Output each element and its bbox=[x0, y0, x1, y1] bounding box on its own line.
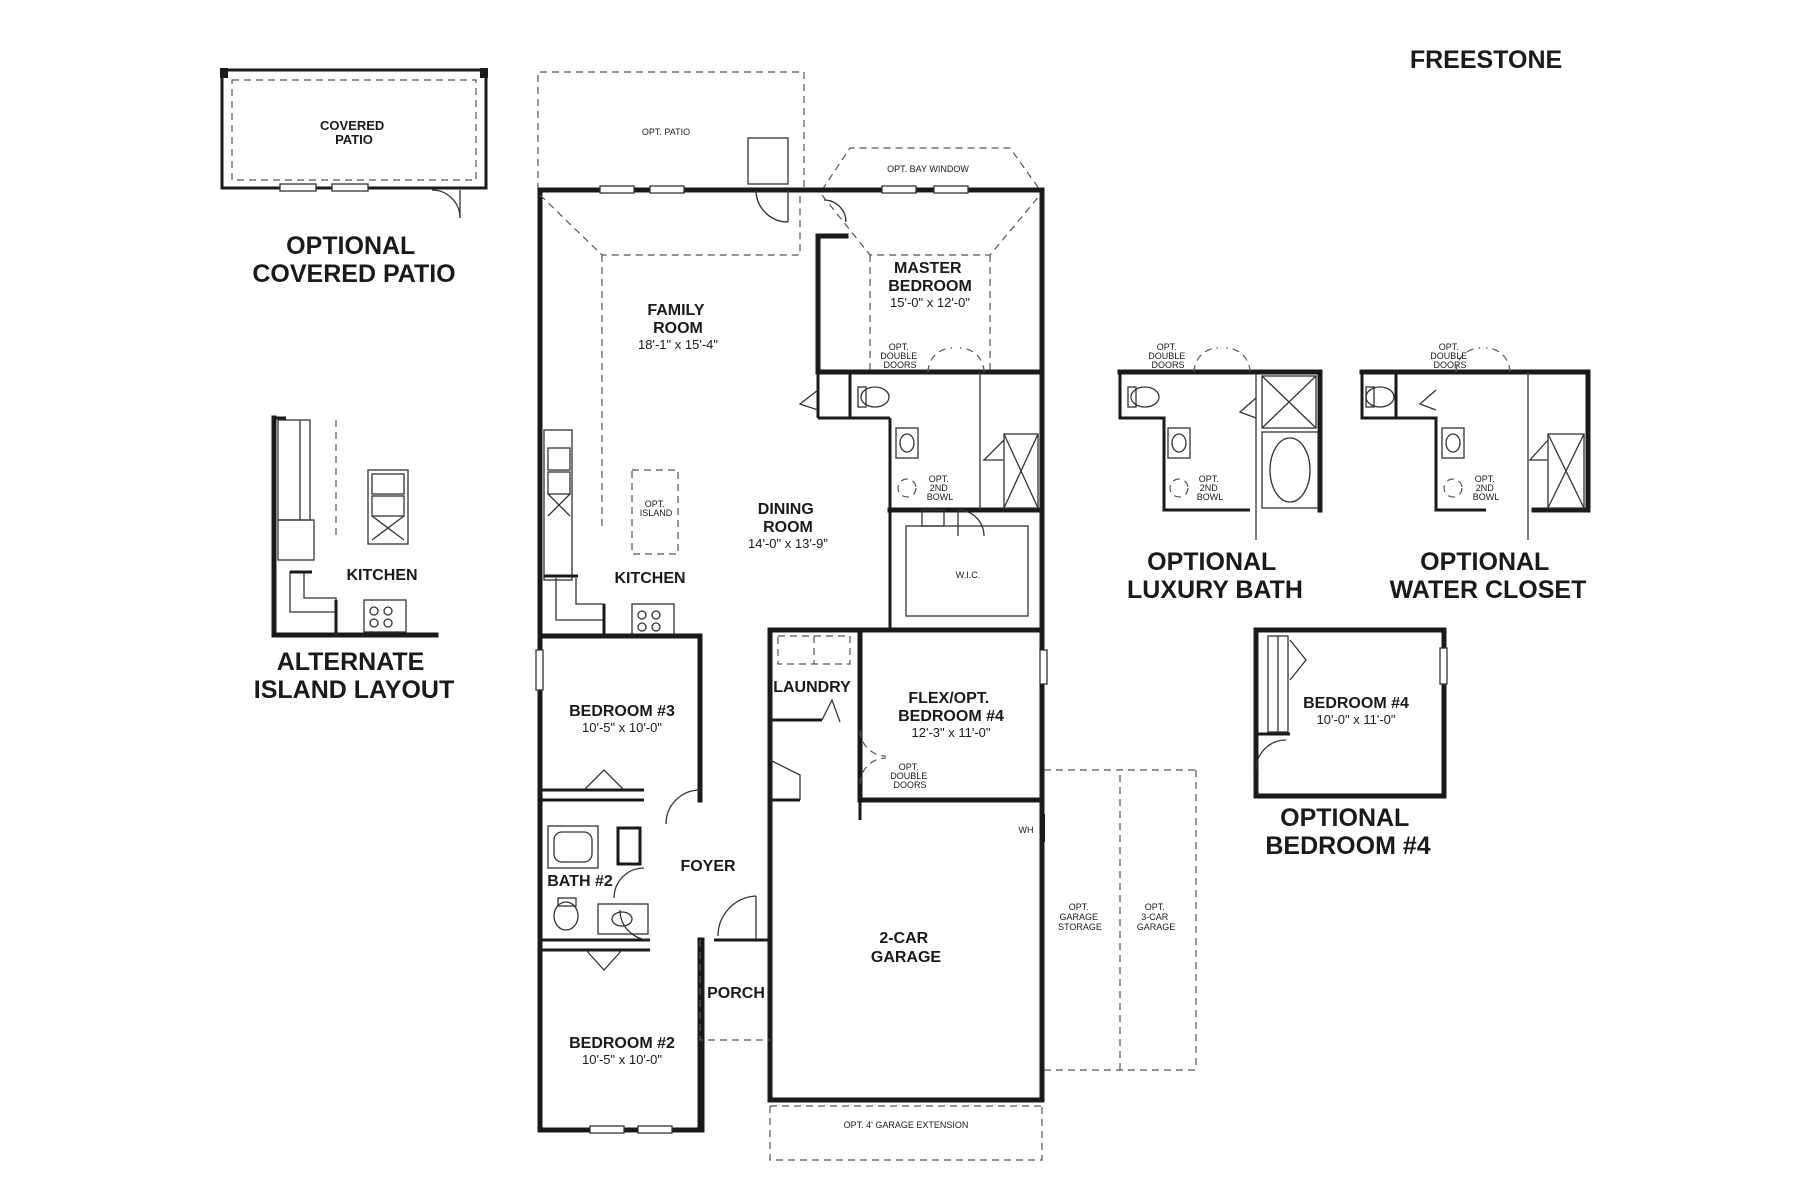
bedroom3-dim: 10'-5" x 10'-0" bbox=[582, 720, 662, 735]
wh-label: WH bbox=[1019, 825, 1034, 835]
opt-3car-garage-label: OPT. 3-CAR GARAGE bbox=[1137, 902, 1176, 932]
main-floor-plan: OPT. PATIO OPT. BAY WINDOW bbox=[535, 71, 1197, 1161]
alt-kitchen-label: KITCHEN bbox=[346, 567, 417, 584]
family-room-dim: 18'-1" x 15'-4" bbox=[638, 337, 718, 352]
optional-water-closet-caption: OPTIONAL WATER CLOSET bbox=[1390, 548, 1587, 604]
master-opt-2nd-bowl-label: OPT. 2ND BOWL bbox=[927, 474, 954, 502]
flex-bedroom4-dim: 12'-3" x 11'-0" bbox=[912, 725, 991, 740]
dining-room-label: DINING ROOM bbox=[758, 501, 818, 536]
optional-bedroom4-caption: OPTIONAL BEDROOM #4 bbox=[1265, 804, 1430, 860]
optional-luxury-bath-caption: OPTIONAL LUXURY BATH bbox=[1127, 548, 1303, 604]
alternate-island-layout-plan: KITCHEN ALTERNATE ISLAND LAYOUT bbox=[254, 415, 454, 704]
plan-title: FREESTONE bbox=[1410, 46, 1562, 74]
wic-label: W.I.C. bbox=[956, 570, 981, 580]
bedroom4-dim: 10'-0" x 11'-0" bbox=[1317, 712, 1396, 727]
master-bedroom-label: MASTER BEDROOM bbox=[888, 260, 972, 295]
bedroom4-label: BEDROOM #4 bbox=[1303, 695, 1409, 712]
optional-covered-patio-caption: OPTIONAL COVERED PATIO bbox=[252, 232, 455, 288]
optional-luxury-bath-plan: OPT. DOUBLE DOORS OPT. 2ND BOWL OPTIONAL… bbox=[1117, 342, 1323, 604]
optional-bedroom4-plan: BEDROOM #4 10'-0" x 11'-0" OPTIONAL BEDR… bbox=[1253, 627, 1448, 860]
optional-water-closet-plan: OPT. DOUBLE DOORS OPT. 2ND BOWL OPTIONAL… bbox=[1359, 342, 1591, 604]
flex-bedroom4-label: FLEX/OPT. BEDROOM #4 bbox=[898, 690, 1004, 725]
bedroom2-label: BEDROOM #2 bbox=[569, 1035, 675, 1052]
bath2-label: BATH #2 bbox=[547, 873, 613, 890]
alternate-island-layout-caption: ALTERNATE ISLAND LAYOUT bbox=[254, 648, 454, 704]
covered-patio-label: COVERED PATIO bbox=[320, 118, 388, 147]
opt-garage-storage-label: OPT. GARAGE STORAGE bbox=[1058, 902, 1102, 932]
wc-opt-double-doors-label: OPT. DOUBLE DOORS bbox=[1430, 342, 1470, 370]
family-room-label: FAMILY ROOM bbox=[647, 302, 708, 337]
laundry-label: LAUNDRY bbox=[773, 679, 851, 696]
optional-covered-patio-plan: COVERED PATIO OPTIONAL COVERED PATIO bbox=[220, 68, 488, 288]
master-opt-double-doors-label: OPT. DOUBLE DOORS bbox=[880, 342, 920, 370]
luxury-opt-double-doors-label: OPT. DOUBLE DOORS bbox=[1148, 342, 1188, 370]
luxury-opt-2nd-bowl-label: OPT. 2ND BOWL bbox=[1197, 474, 1224, 502]
garage-label: 2-CAR GARAGE bbox=[871, 930, 942, 966]
foyer-label: FOYER bbox=[680, 858, 736, 875]
opt-bay-window-label: OPT. BAY WINDOW bbox=[887, 164, 969, 174]
porch-label: PORCH bbox=[707, 985, 765, 1002]
opt-patio-label: OPT. PATIO bbox=[642, 127, 690, 137]
opt-island-label: OPT. ISLAND bbox=[640, 499, 673, 518]
flex-opt-double-doors-label: OPT. DOUBLE DOORS bbox=[890, 762, 930, 790]
bedroom3-label: BEDROOM #3 bbox=[569, 703, 675, 720]
wc-opt-2nd-bowl-label: OPT. 2ND BOWL bbox=[1473, 474, 1500, 502]
bedroom2-dim: 10'-5" x 10'-0" bbox=[582, 1052, 662, 1067]
kitchen-label: KITCHEN bbox=[614, 570, 685, 587]
dining-room-dim: 14'-0" x 13'-9" bbox=[748, 536, 828, 551]
master-bedroom-dim: 15'-0" x 12'-0" bbox=[890, 295, 970, 310]
opt-garage-extension-label: OPT. 4' GARAGE EXTENSION bbox=[844, 1120, 969, 1130]
